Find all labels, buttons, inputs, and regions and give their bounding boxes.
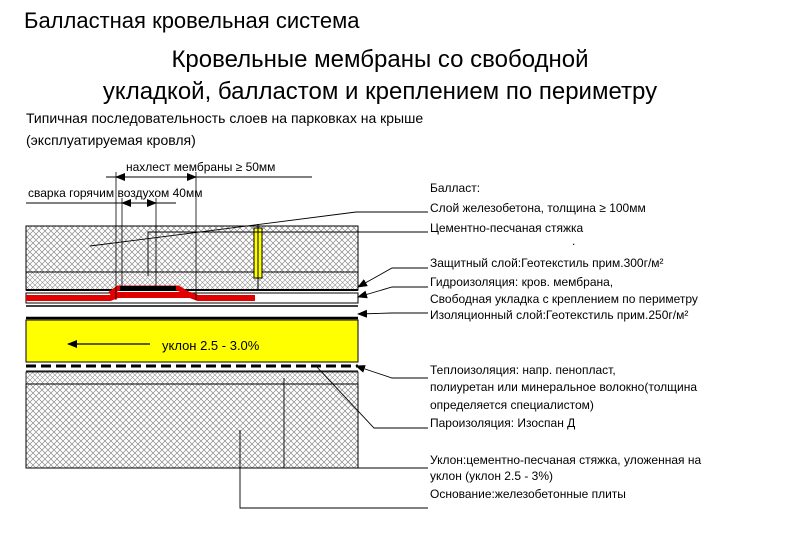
leader-thermal [355,365,428,379]
label-thermal-3: определяется специалистом) [430,398,594,412]
label-insulating: Изоляционный слой:Геотекстиль прим.250г/… [430,308,689,322]
label-vapor: Пароизоляция: Изоспан Д [430,416,576,430]
label-waterproof: Гидроизоляция: кров. мембрана, [430,275,614,289]
label-base: Основание:железобетонные плиты [430,487,626,501]
leader-protective [357,267,428,288]
base-slab-layer [25,383,359,469]
label-slope-screed-2: уклон (уклон 2.5 - 3%) [430,469,553,483]
weld-label: сварка горячим воздухом 40мм [28,186,203,200]
leader-membrane [357,286,428,299]
label-free-laying: Свободная укладка с креплением по периме… [430,292,698,306]
label-protective: Защитный слой:Геотекстиль прим.300г/м² [430,256,664,270]
description-line-1: Типичная последовательность слоев на пар… [26,110,424,126]
leader-concrete [89,211,428,247]
weld-seam [120,286,176,291]
overlap-label: нахлест мембраны ≥ 50мм [126,160,276,174]
label-dot: . [572,234,576,248]
label-concrete: Слой железобетона, толщина ≥ 100мм [430,201,646,215]
membrane-red-lower [26,292,255,301]
subtitle-line-1: Кровельные мембраны со свободной [171,46,589,73]
leader-base [239,430,428,509]
thermal-insulation-layer [25,319,359,363]
label-screed: Цементно-песчаная стяжка [430,221,584,235]
slope-screed-layer [25,371,359,385]
label-thermal: Теплоизоляция: напр. пенопласт, [430,363,616,377]
leader-vapor [315,365,428,429]
page-title: Балластная кровельная система [24,8,360,33]
slope-label: уклон 2.5 - 3.0% [162,338,260,353]
label-slope-screed: Уклон:цементно-песчаная стяжка, уложенна… [430,453,702,467]
concrete-layer [25,225,359,273]
description-line-2: (эксплуатируемая кровля) [26,132,196,148]
label-thermal-2: полиуретан или минеральное волокно(толщи… [430,380,697,394]
subtitle-line-2: укладкой, балластом и креплением по пери… [102,78,658,105]
leader-insulating [357,309,428,318]
leader-slope-screed [283,378,428,469]
leader-screed [147,231,428,276]
label-ballast: Балласт: [430,181,481,195]
screed-layer [25,271,359,291]
